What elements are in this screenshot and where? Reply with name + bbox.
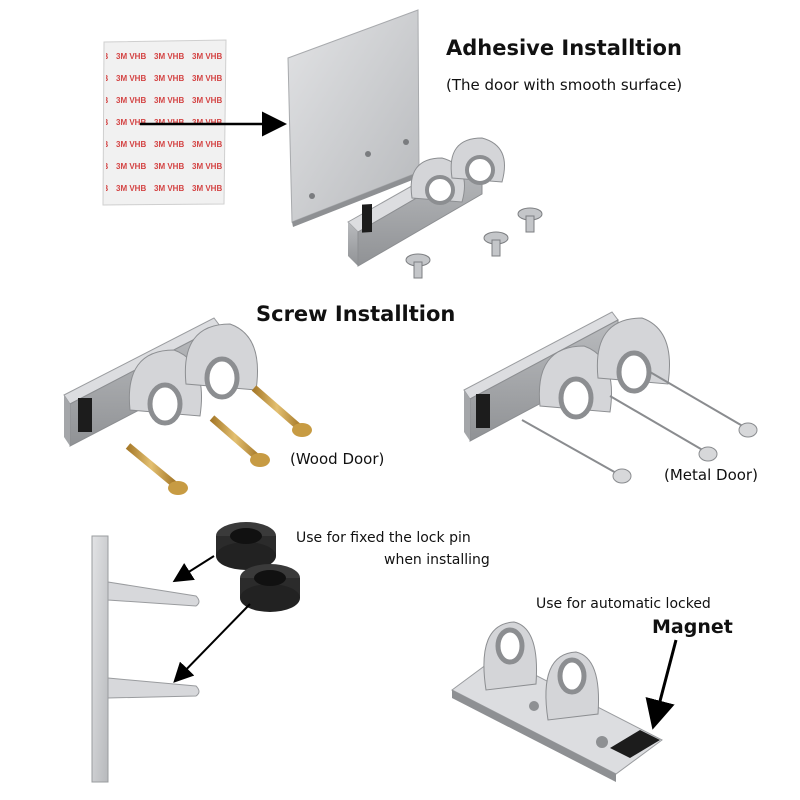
magnet-label: Magnet — [652, 616, 733, 638]
metal-door-label: (Metal Door) — [664, 466, 758, 484]
backing-plate — [287, 9, 420, 227]
magnet-note: Use for automatic locked — [536, 596, 711, 612]
vhb-tape-sheet — [102, 39, 227, 206]
pin-note-line2: when installing — [384, 552, 490, 568]
machine-screws — [405, 207, 543, 279]
pin-holder — [91, 535, 200, 783]
rivets — [521, 371, 758, 484]
rubber-bushings — [216, 522, 300, 612]
wood-door-label: (Wood Door) — [290, 450, 385, 468]
pin-note-line1: Use for fixed the lock pin — [296, 530, 471, 546]
wood-screws — [125, 385, 312, 495]
bushing-arrow-lower — [173, 603, 251, 683]
adhesive-title: Adhesive Installtion — [446, 36, 682, 60]
magnet-arrow — [645, 639, 678, 730]
bracket-metal — [463, 311, 671, 442]
bracket-top — [347, 137, 505, 267]
screw-title: Screw Installtion — [256, 302, 456, 326]
bushing-arrow-upper — [172, 555, 215, 583]
adhesive-subtitle: (The door with smooth surface) — [446, 76, 683, 94]
strike-plate — [451, 621, 663, 782]
bracket-wood — [63, 317, 259, 447]
